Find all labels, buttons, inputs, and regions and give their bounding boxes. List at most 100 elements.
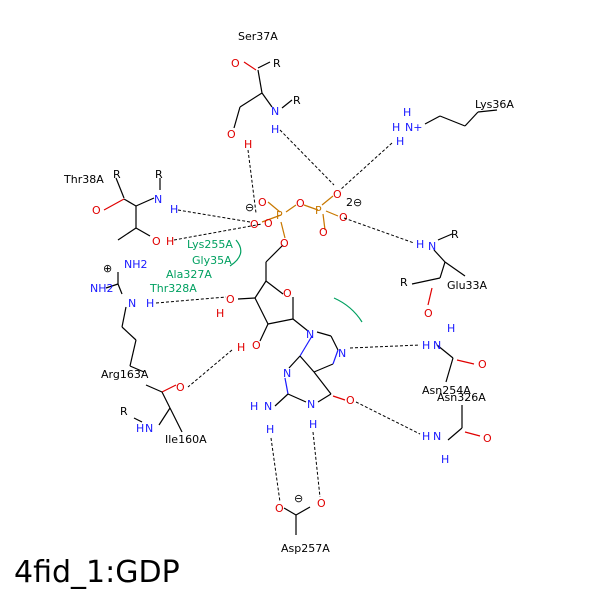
atom-label: O [176,381,185,394]
atom-label: H [244,138,252,151]
bond [267,201,281,213]
bond [257,61,271,69]
atom-label: O [227,128,236,141]
residue-ile160: O R H N Ile160A [120,381,207,446]
bond [233,106,241,129]
atom-label: H [447,322,455,335]
bond [145,384,163,393]
bond [265,244,284,263]
hydrogen-bond [279,129,335,186]
bond [313,371,332,395]
atom-label: O [231,57,240,70]
bond [325,210,339,217]
bond [303,204,319,211]
bond [239,92,263,108]
atom-label: H [422,430,430,443]
bond [105,283,119,289]
hydrophobic-arc [229,239,242,267]
bond [295,506,311,516]
bond [280,221,286,239]
diagram-title: 4fid_1:GDP [14,555,180,590]
bond [411,277,441,285]
bond [121,306,127,328]
atom-label: N+ [405,121,422,134]
hydrogen-bond [312,431,321,498]
atom-label: O [226,293,235,306]
residue-label-asp257: Asp257A [281,542,330,555]
hydrophobic-label: Thr328A [149,282,197,295]
atom-label: H [266,423,274,436]
hydrophobic-label: Ala327A [166,268,212,281]
bond [330,335,339,351]
bond [444,261,466,277]
bond [254,280,267,299]
hydrogen-bond [187,349,233,388]
gdp-ligand [237,195,346,407]
bond [464,111,479,127]
bond [332,349,339,365]
atom-label: R [155,168,163,181]
atom-label: R [400,276,408,289]
atom-label: H [396,135,404,148]
bond [261,214,282,223]
atom-label: H [146,297,154,310]
hydrophobic-contacts: Lys255A Gly35A Ala327A Thr328A [149,238,363,323]
bond [161,391,171,409]
residue-asp257: O O ⊖ Asp257A [275,492,330,555]
bond [292,318,309,332]
residue-asn326: Asn326A H N H O [422,391,492,466]
hydrogen-bond [349,344,421,349]
charge-label: ⊕ [103,262,112,275]
bond [284,377,289,395]
atom-label: N [128,297,136,310]
bond [437,233,453,241]
gdp-atom-labels: P P O O O O O O O O O O H O H N N N N H … [216,188,362,436]
atom-label: O [92,204,101,217]
bond [243,61,257,71]
bond [439,261,446,279]
atom-label: H [441,453,449,466]
bond [283,507,297,516]
hydrogen-bond [155,296,227,304]
atom-label: O [317,497,326,510]
bond [322,213,326,231]
atom-label: R [451,228,459,241]
atom-label: R [120,405,128,418]
bond [115,177,125,199]
bond [299,355,315,373]
hydrophobic-label: Lys255A [187,238,233,251]
atom-label: O [319,226,328,239]
bond [274,393,289,407]
atom-label: H [237,341,245,354]
bond [439,115,466,127]
bond [267,318,294,325]
bond [317,393,332,403]
charge-label: ⊖ [294,492,303,505]
bond [158,407,171,426]
atom-label: N [145,422,153,435]
hydrophobic-arc [333,297,363,323]
atom-label: O [478,358,487,371]
atom-label: O [296,197,305,210]
atom-label: N [283,367,291,380]
bond [129,365,145,373]
residue-asn254: H N H O Asn254A [422,322,487,397]
atom-label: O [250,218,259,231]
charge-label: 2⊖ [346,196,362,209]
atom-label: R [113,168,121,181]
atom-label: H [309,418,317,431]
bond [288,355,301,369]
bond [287,393,307,403]
bond [259,323,269,342]
atom-label: P [276,209,283,222]
bond [447,427,463,441]
hydrogen-bond [355,401,421,435]
bond [427,287,433,306]
hydrogen-bond [177,209,251,223]
residue-lys36: Lys36A H H N+ H [392,98,514,148]
atom-label: N [338,347,346,360]
residue-thr38: Thr38A R R N H O O H [63,168,178,248]
bond [321,195,334,206]
atom-label: H [271,123,279,136]
